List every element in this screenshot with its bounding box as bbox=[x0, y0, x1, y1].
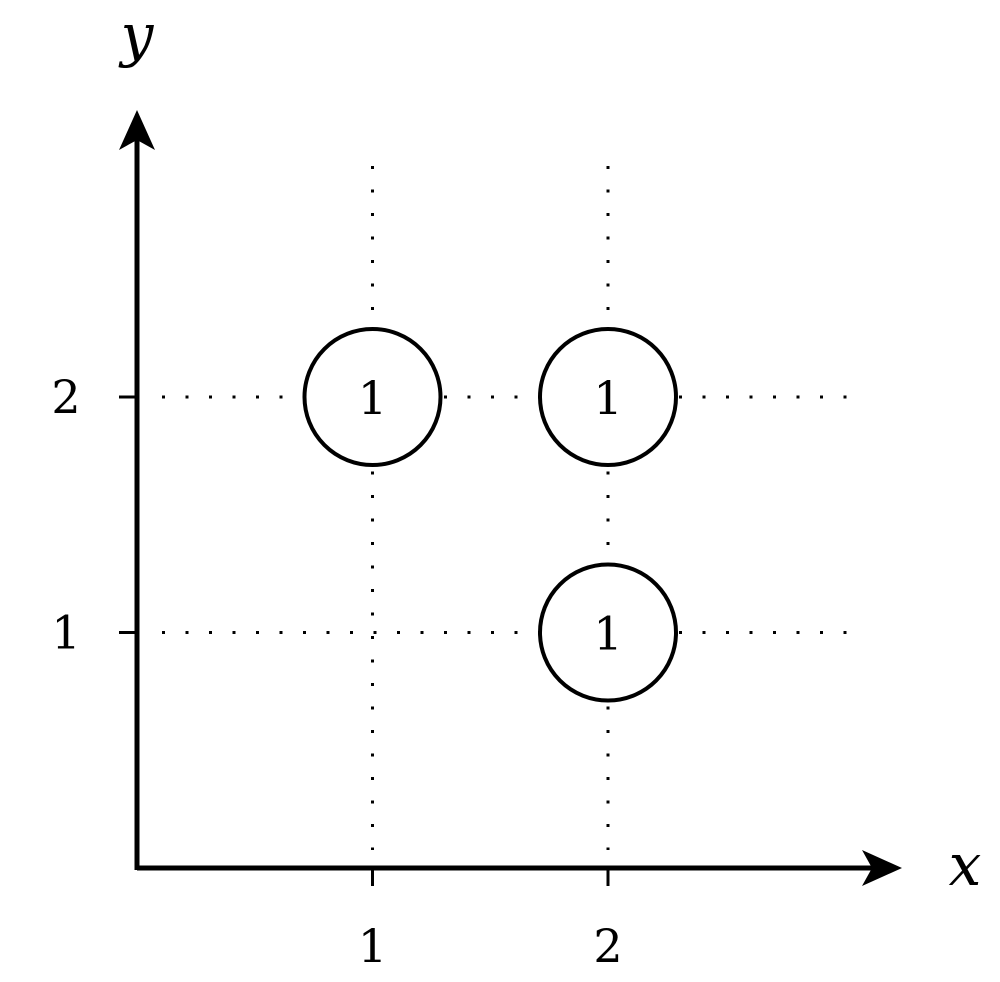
point-circle bbox=[538, 562, 678, 703]
y-tick-label: 2 bbox=[51, 370, 80, 424]
data-point: 1 bbox=[538, 327, 678, 467]
point-label: 1 bbox=[358, 371, 387, 425]
points: 1 1 1 bbox=[302, 327, 678, 703]
point-circle bbox=[538, 327, 678, 467]
data-point: 1 bbox=[302, 327, 443, 467]
y-axis-label: y bbox=[118, 1, 155, 69]
axes: x y bbox=[118, 1, 982, 899]
x-tick-label: 2 bbox=[593, 919, 622, 973]
ticks: 1 2 1 2 bbox=[51, 370, 622, 973]
y-axis-arrow-icon bbox=[119, 110, 155, 150]
data-point: 1 bbox=[538, 562, 678, 703]
point-label: 1 bbox=[593, 371, 622, 425]
point-label: 1 bbox=[593, 607, 622, 661]
x-tick-label: 1 bbox=[358, 919, 387, 973]
x-axis-label: x bbox=[949, 831, 982, 899]
grid-lines bbox=[162, 166, 850, 850]
y-tick-label: 1 bbox=[51, 606, 80, 660]
x-axis-arrow-icon bbox=[862, 850, 902, 886]
point-circle bbox=[302, 327, 443, 467]
